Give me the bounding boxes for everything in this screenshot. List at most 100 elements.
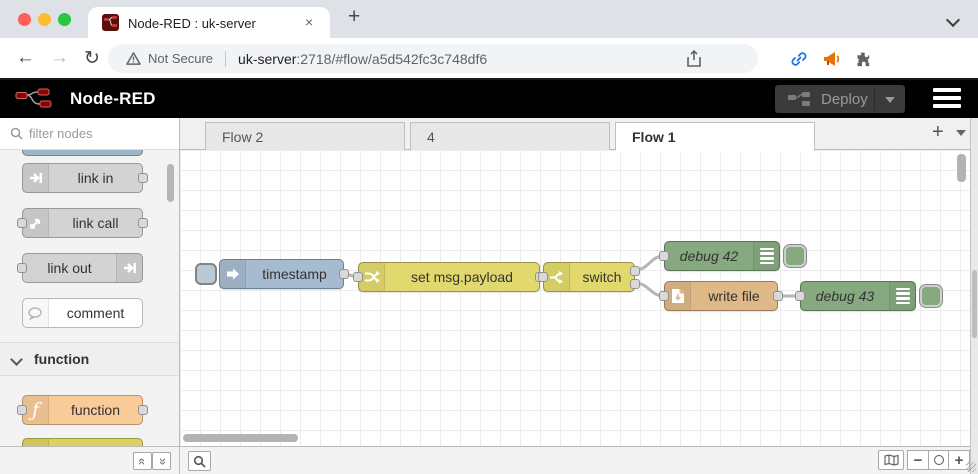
- output-port[interactable]: [138, 218, 148, 228]
- deploy-separator: [874, 88, 875, 110]
- flow-node-label: write file: [708, 288, 760, 304]
- palette-node-label: comment: [66, 305, 125, 321]
- input-port[interactable]: [538, 272, 548, 282]
- zoom-in-button[interactable]: +: [948, 450, 970, 470]
- collapse-categories-button[interactable]: «: [133, 452, 152, 470]
- expand-categories-button[interactable]: «: [152, 452, 171, 470]
- palette-node-partial-top[interactable]: [22, 150, 143, 156]
- deploy-icon: [788, 92, 810, 106]
- flow-node-inject[interactable]: timestamp: [219, 259, 349, 289]
- not-secure-warning-icon: [126, 52, 141, 65]
- palette-node-link-call[interactable]: link call: [17, 208, 148, 238]
- debug-toggle-button[interactable]: [784, 245, 806, 267]
- palette-footer: « «: [0, 447, 180, 474]
- close-window-button[interactable]: [18, 13, 31, 26]
- page-scrollbar-track[interactable]: [970, 118, 978, 474]
- link-in-icon: [23, 164, 49, 192]
- tab-4[interactable]: 4: [410, 122, 610, 151]
- tab-close-icon[interactable]: ×: [305, 14, 314, 30]
- input-port[interactable]: [17, 218, 27, 228]
- tab-search-chevron-icon[interactable]: [948, 15, 958, 25]
- filter-nodes-input[interactable]: [29, 126, 159, 141]
- input-port[interactable]: [659, 291, 669, 301]
- palette-node-link-in[interactable]: link in: [22, 163, 148, 193]
- address-divider: [225, 50, 227, 67]
- palette-node-comment[interactable]: comment: [22, 298, 143, 328]
- comment-icon: [23, 299, 49, 327]
- megaphone-extension-icon[interactable]: [821, 49, 841, 69]
- node-red-header: Node-RED Deploy: [0, 80, 978, 118]
- flow-node-label: timestamp: [262, 266, 327, 282]
- page-scrollbar-thumb[interactable]: [972, 270, 977, 338]
- navigator-map-button[interactable]: [878, 450, 904, 470]
- palette-filter[interactable]: [0, 118, 179, 150]
- address-bar[interactable]: Not Secure uk-server:2718/#flow/a5d542fc…: [108, 44, 758, 73]
- output-port[interactable]: [773, 291, 783, 301]
- category-chevron-icon: [12, 355, 20, 363]
- debug-toggle-button[interactable]: [920, 285, 942, 307]
- share-icon[interactable]: [684, 49, 704, 69]
- palette-category-function[interactable]: function: [0, 342, 179, 376]
- inject-trigger-button[interactable]: [195, 263, 217, 285]
- flow-node-debug-43[interactable]: debug 43: [795, 281, 916, 311]
- add-flow-button[interactable]: +: [932, 121, 944, 143]
- palette-node-partial-bottom[interactable]: [22, 438, 143, 446]
- url-host: uk-server: [238, 50, 297, 67]
- main-menu-icon[interactable]: [933, 88, 963, 110]
- function-icon: ƒ: [23, 396, 49, 424]
- palette-node-label: link in: [77, 170, 114, 186]
- link-extension-icon[interactable]: [789, 49, 809, 69]
- zoom-out-button[interactable]: −: [907, 450, 929, 470]
- flow-node-change[interactable]: set msg.payload: [353, 262, 545, 292]
- flow-node-switch[interactable]: switch: [538, 262, 640, 292]
- flow-canvas[interactable]: timestamp set msg.payload switch debug 4…: [180, 150, 970, 446]
- deploy-button[interactable]: Deploy: [775, 85, 905, 113]
- window-resize-grip[interactable]: [966, 462, 976, 472]
- input-port[interactable]: [17, 405, 27, 415]
- browser-tab-title: Node-RED : uk-server: [128, 16, 256, 31]
- debug-icon: [753, 242, 779, 270]
- back-icon[interactable]: ←: [16, 47, 35, 68]
- palette-node-label: function: [70, 402, 121, 418]
- input-port[interactable]: [795, 291, 805, 301]
- canvas-horizontal-scrollbar[interactable]: [183, 434, 298, 442]
- reload-icon[interactable]: ↻: [84, 48, 100, 69]
- new-tab-button[interactable]: +: [348, 5, 361, 28]
- output-port[interactable]: [138, 405, 148, 415]
- extensions-puzzle-icon[interactable]: [853, 49, 873, 69]
- node-red-favicon: [102, 14, 119, 31]
- palette-node-function[interactable]: ƒ function: [17, 395, 148, 425]
- browser-toolbar: ← → ↻ Not Secure uk-server:2718/#flow/a5…: [0, 38, 978, 108]
- tab-flow-1[interactable]: Flow 1: [615, 122, 815, 151]
- footer-bar: « « − +: [0, 446, 978, 474]
- url-path: :2718/#flow/a5d542fc3c748df6: [296, 50, 488, 67]
- output-port[interactable]: [138, 173, 148, 183]
- browser-tab-strip: Node-RED : uk-server × +: [0, 0, 978, 38]
- map-icon: [883, 454, 899, 466]
- minimize-window-button[interactable]: [38, 13, 51, 26]
- output-port-1[interactable]: [630, 266, 640, 276]
- browser-tab[interactable]: Node-RED : uk-server ×: [88, 7, 330, 38]
- palette-node-label: link out: [47, 260, 92, 276]
- tab-list-dropdown-icon[interactable]: [956, 130, 966, 136]
- output-port[interactable]: [339, 269, 349, 279]
- input-port[interactable]: [353, 272, 363, 282]
- search-icon: [193, 455, 206, 468]
- flow-node-label: debug 42: [679, 248, 739, 264]
- inject-icon: [220, 260, 246, 288]
- canvas-search-button[interactable]: [188, 451, 211, 471]
- tab-flow-2[interactable]: Flow 2: [205, 122, 405, 151]
- flow-node-write-file[interactable]: write file: [659, 281, 783, 311]
- workspace-tab-bar: Flow 2 4 Flow 1 +: [180, 118, 970, 151]
- forward-icon[interactable]: →: [50, 47, 69, 68]
- deploy-dropdown-icon[interactable]: [885, 97, 895, 103]
- palette-scrollbar[interactable]: [167, 164, 174, 202]
- canvas-vertical-scrollbar[interactable]: [957, 154, 966, 182]
- input-port[interactable]: [17, 263, 27, 273]
- zoom-reset-button[interactable]: [928, 450, 949, 470]
- palette-node-link-out[interactable]: link out: [17, 253, 143, 283]
- flow-node-debug-42[interactable]: debug 42: [659, 241, 780, 271]
- zoom-window-button[interactable]: [58, 13, 71, 26]
- output-port-2[interactable]: [630, 279, 640, 289]
- input-port[interactable]: [659, 251, 669, 261]
